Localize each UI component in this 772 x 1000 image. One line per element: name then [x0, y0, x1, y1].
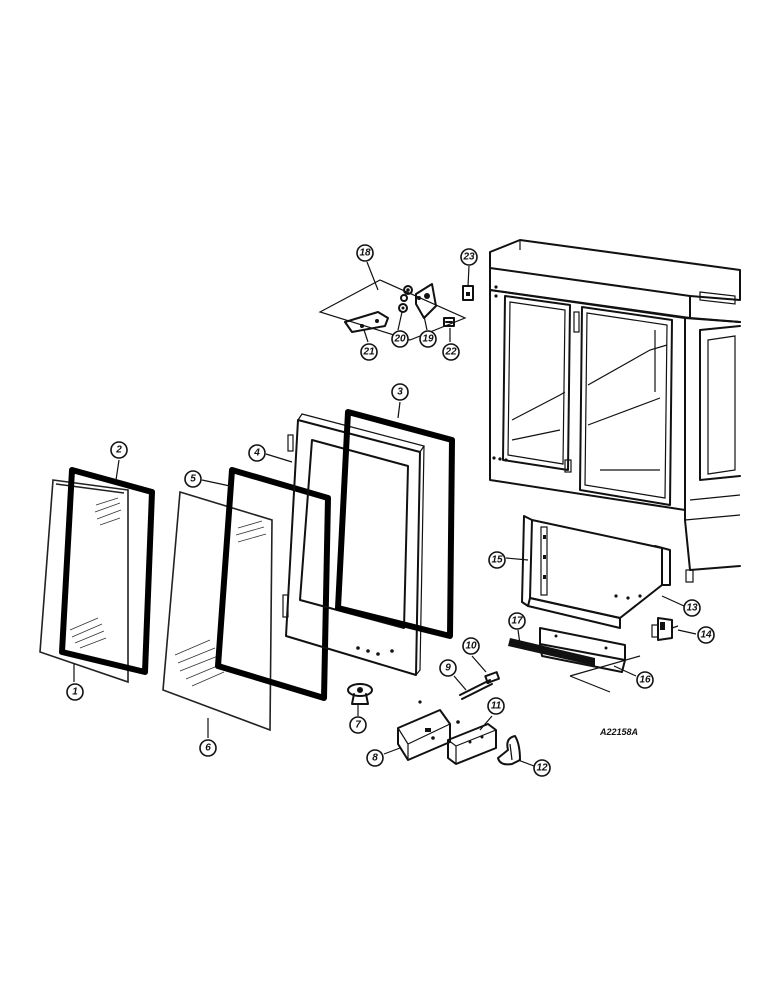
svg-text:4: 4 [253, 448, 260, 459]
callout-14: 14 [697, 626, 715, 644]
rubber-strip-17 [508, 638, 595, 666]
gasket-5 [215, 467, 331, 701]
glass-panel-6 [162, 490, 273, 732]
handle-7 [347, 683, 373, 705]
pin-10 [484, 671, 501, 684]
callout-5: 5 [184, 470, 202, 488]
hinge-bracket-21 [344, 311, 389, 333]
callout-20: 20 [391, 330, 409, 348]
lock-housing-8 [397, 700, 460, 761]
svg-text:15: 15 [491, 555, 503, 566]
callout-2: 2 [110, 441, 128, 459]
callout-19: 19 [419, 330, 437, 348]
svg-text:17: 17 [511, 616, 523, 627]
hinge-kit-18 [318, 279, 467, 341]
callout-16: 16 [636, 671, 654, 689]
hinge-plate-19 [415, 283, 437, 319]
svg-text:12: 12 [536, 763, 548, 774]
latch-14 [651, 617, 679, 641]
clip-23 [462, 285, 474, 301]
callout-6: 6 [199, 739, 217, 757]
callout-18: 18 [356, 244, 374, 262]
door-frame-4 [282, 413, 425, 676]
callout-7: 7 [349, 716, 367, 734]
callout-13: 13 [683, 599, 701, 617]
svg-text:13: 13 [686, 603, 698, 614]
gasket-2 [59, 467, 155, 675]
svg-text:9: 9 [445, 663, 451, 674]
svg-text:18: 18 [359, 248, 371, 259]
callout-22: 22 [442, 343, 460, 361]
glass-panel-1 [39, 479, 129, 684]
svg-text:8: 8 [372, 753, 378, 764]
callout-12: 12 [533, 759, 551, 777]
catalog-number: A22158A [599, 727, 638, 737]
svg-text:23: 23 [462, 252, 475, 263]
callout-11: 11 [487, 697, 505, 715]
callout-17: 17 [508, 612, 526, 630]
callouts: 1 2 3 4 5 6 7 8 9 10 11 12 13 14 15 [66, 244, 715, 777]
svg-text:16: 16 [639, 675, 651, 686]
svg-text:21: 21 [362, 347, 375, 358]
gasket-3 [335, 409, 455, 639]
callout-1: 1 [66, 683, 84, 701]
svg-text:2: 2 [115, 445, 122, 456]
plate-11 [447, 723, 497, 765]
svg-text:1: 1 [72, 687, 78, 698]
svg-text:7: 7 [355, 720, 361, 731]
svg-text:10: 10 [465, 641, 477, 652]
callout-9: 9 [439, 659, 457, 677]
callout-10: 10 [462, 637, 480, 655]
handle-12 [497, 735, 521, 766]
callout-3: 3 [391, 383, 409, 401]
svg-text:11: 11 [491, 701, 502, 712]
callout-23: 23 [460, 248, 478, 266]
svg-text:3: 3 [397, 387, 403, 398]
svg-text:22: 22 [444, 347, 457, 358]
cab-body [489, 239, 741, 583]
washer-20 [398, 285, 413, 313]
callout-15: 15 [488, 551, 506, 569]
svg-text:5: 5 [190, 474, 196, 485]
svg-text:6: 6 [205, 743, 211, 754]
bracket-plate-15 [521, 515, 671, 629]
leader-lines [73, 261, 697, 767]
svg-text:20: 20 [393, 334, 406, 345]
callout-4: 4 [248, 444, 266, 462]
svg-text:14: 14 [700, 630, 712, 641]
svg-text:19: 19 [422, 334, 434, 345]
callout-21: 21 [360, 343, 378, 361]
bolt-22 [443, 317, 455, 327]
callout-8: 8 [366, 749, 384, 767]
